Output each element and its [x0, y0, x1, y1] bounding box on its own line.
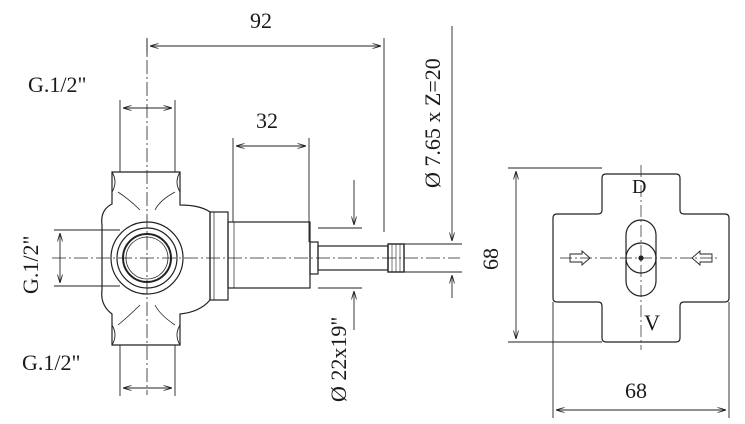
body-thread-label: Ø 22x19" — [326, 317, 351, 402]
body-inner-contour-top — [117, 191, 176, 211]
plate-height-label: 68 — [478, 248, 503, 270]
dimension-bottom-port — [119, 345, 176, 396]
bottom-port-label: G.1/2" — [22, 350, 81, 375]
dimension-left-port — [54, 229, 120, 287]
plate-width-label: 68 — [625, 378, 647, 403]
left-port-label: G.1/2" — [18, 236, 43, 294]
center-point — [638, 255, 644, 261]
body-inner-contour-bottom — [117, 304, 176, 326]
overall-length-label: 92 — [250, 8, 272, 33]
cross-plate-outline — [552, 173, 730, 343]
bottom-port-hex — [111, 324, 181, 346]
plate-front-view — [552, 165, 730, 350]
dimension-92 — [146, 38, 385, 232]
spindle-hole — [625, 242, 657, 274]
left-port-ring — [116, 227, 178, 289]
dimension-plate-height — [508, 167, 602, 343]
dimension-top-port — [119, 100, 176, 172]
left-port-outer-ring — [110, 221, 184, 295]
top-port-hex — [111, 171, 181, 193]
top-mark-label: D — [632, 176, 647, 198]
spindle-spec-label: Ø 7.65 x Z=20 — [420, 58, 445, 188]
dimension-plate-width — [552, 302, 730, 418]
valve-body — [101, 171, 211, 346]
left-port-bore — [122, 233, 172, 283]
bottom-mark-label: V — [644, 310, 660, 335]
flow-arrow-left-icon — [569, 250, 591, 266]
spindle-length-label: 32 — [256, 108, 278, 133]
bonnet-flange — [209, 211, 229, 301]
left-port-thread — [125, 236, 169, 280]
headwork-body — [227, 221, 311, 289]
dimension-spindle — [404, 26, 462, 298]
flow-arrow-right-icon — [691, 250, 713, 266]
dimension-body-thread — [318, 180, 362, 330]
top-port-label: G.1/2" — [28, 72, 87, 97]
dimension-32 — [232, 138, 310, 242]
valve-side-view — [52, 38, 460, 395]
